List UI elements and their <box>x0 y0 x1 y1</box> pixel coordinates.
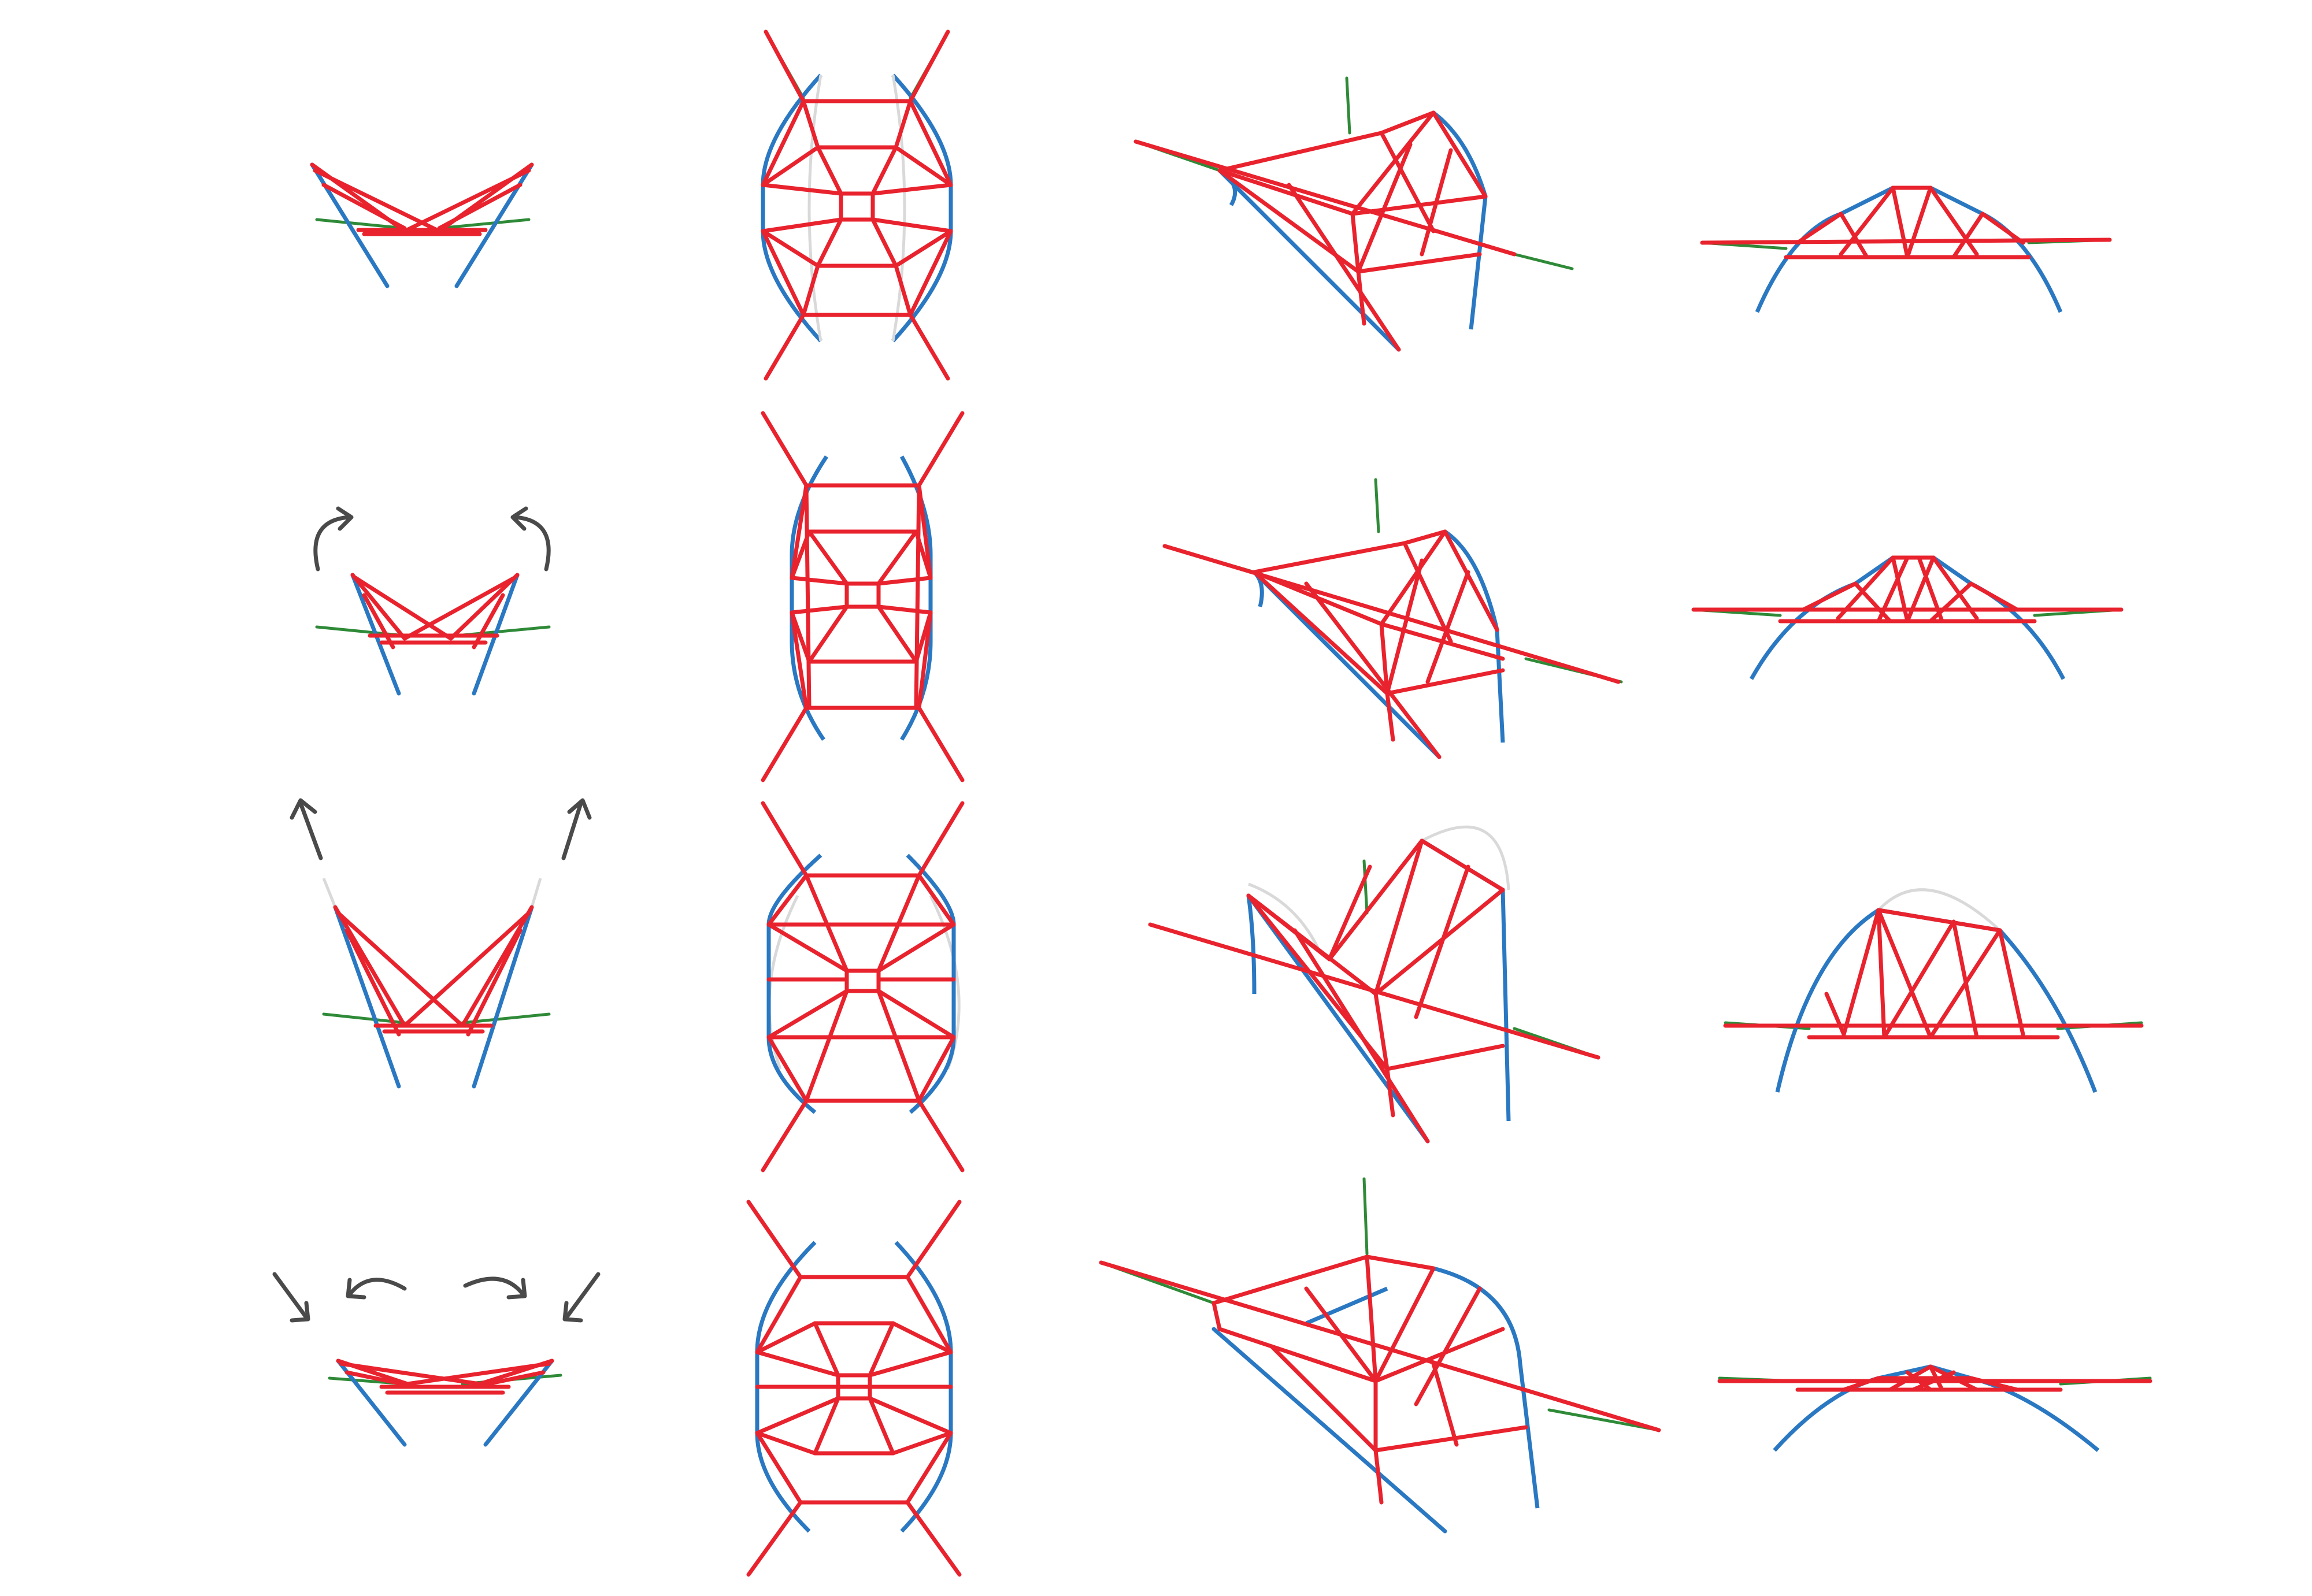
diagonal-up-arrow-icon <box>561 801 583 860</box>
curved-arrow-icon <box>463 1276 525 1297</box>
curved-arrow-icon <box>347 1278 407 1297</box>
row3-motion-arrows <box>290 798 592 860</box>
row2-perspective-view <box>1162 478 1623 759</box>
row2-front-view <box>1691 555 2124 680</box>
row1-plan-view <box>761 29 953 381</box>
inward-down-arrow-icon <box>564 1272 601 1320</box>
row1-side-view <box>310 162 534 288</box>
row4-front-view <box>1717 1364 2152 1452</box>
curved-outward-arrow-icon <box>313 515 352 571</box>
row4-perspective-view <box>1099 1177 1661 1534</box>
row1-perspective-view <box>1133 76 1574 352</box>
row4-plan-view <box>746 1200 962 1577</box>
curved-outward-arrow-icon <box>512 515 551 571</box>
row2-motion-arrows <box>313 506 551 571</box>
row3-side-view <box>322 878 551 1089</box>
row3-plan-view <box>761 801 965 1172</box>
diagonal-up-arrow-icon <box>298 801 323 860</box>
row2-side-view <box>315 573 551 696</box>
inward-down-arrow-icon <box>272 1272 309 1320</box>
row1-front-view <box>1700 185 2112 313</box>
row3-front-view <box>1723 888 2144 1093</box>
row4-motion-arrows <box>272 1272 601 1323</box>
row4-side-view <box>328 1359 562 1447</box>
row2-plan-view <box>761 411 965 782</box>
row3-perspective-view <box>1148 825 1600 1144</box>
